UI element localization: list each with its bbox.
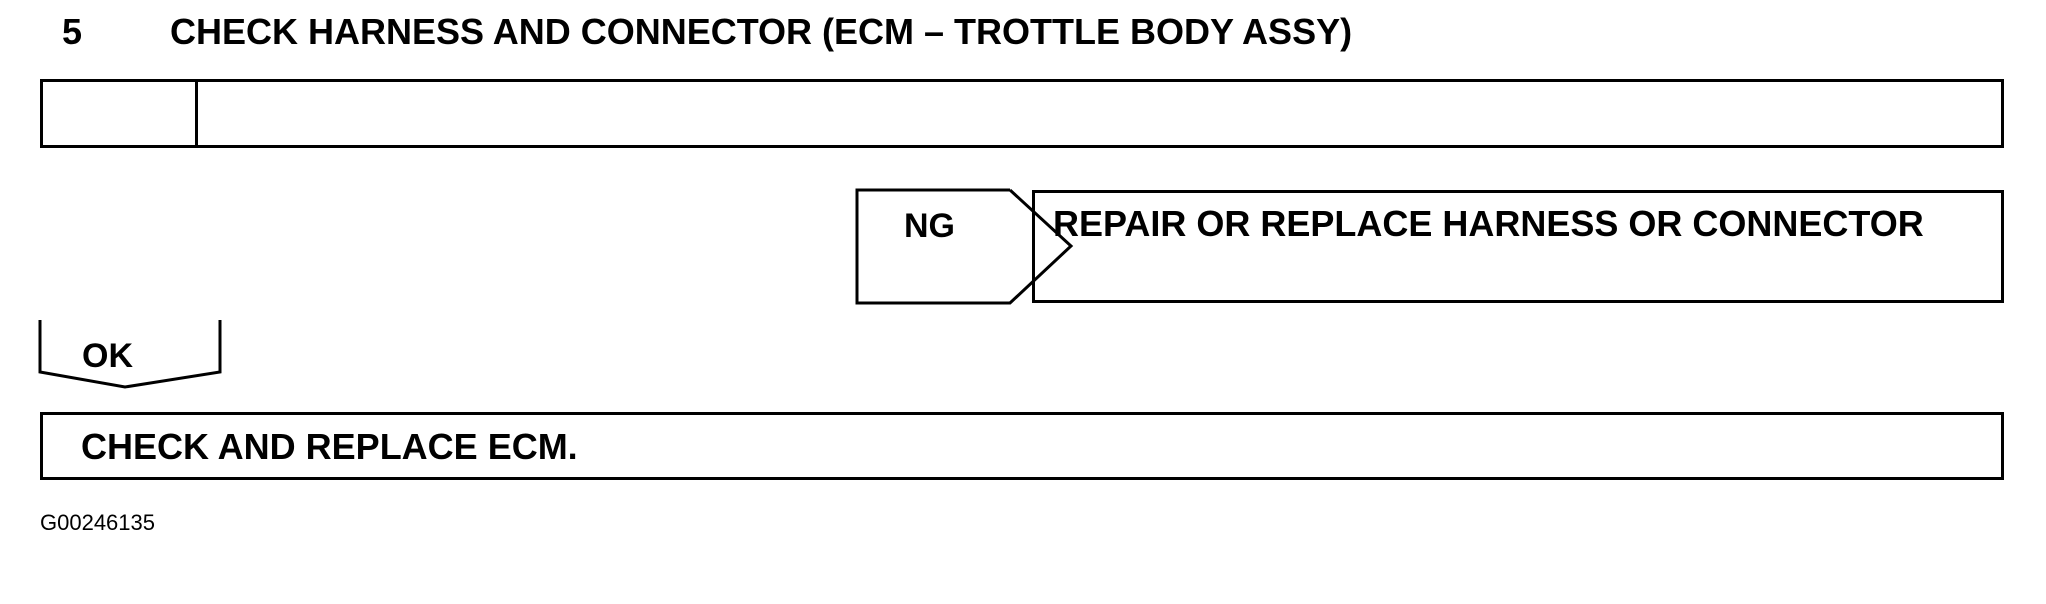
step-header-box — [40, 79, 2004, 148]
step-title: CHECK HARNESS AND CONNECTOR (ECM – TROTT… — [170, 11, 1353, 52]
ok-action-text: CHECK AND REPLACE ECM. — [81, 426, 578, 467]
ng-action-text: REPAIR OR REPLACE HARNESS OR CONNECTOR — [1053, 203, 1924, 244]
ok-action-box: CHECK AND REPLACE ECM. — [40, 412, 2004, 480]
ng-action-box: REPAIR OR REPLACE HARNESS OR CONNECTOR — [1032, 190, 2004, 303]
ng-label: NG — [904, 207, 955, 245]
step-divider — [195, 82, 198, 145]
step-number: 5 — [62, 11, 83, 52]
ok-label: OK — [82, 337, 133, 375]
figure-code: G00246135 — [40, 510, 155, 535]
